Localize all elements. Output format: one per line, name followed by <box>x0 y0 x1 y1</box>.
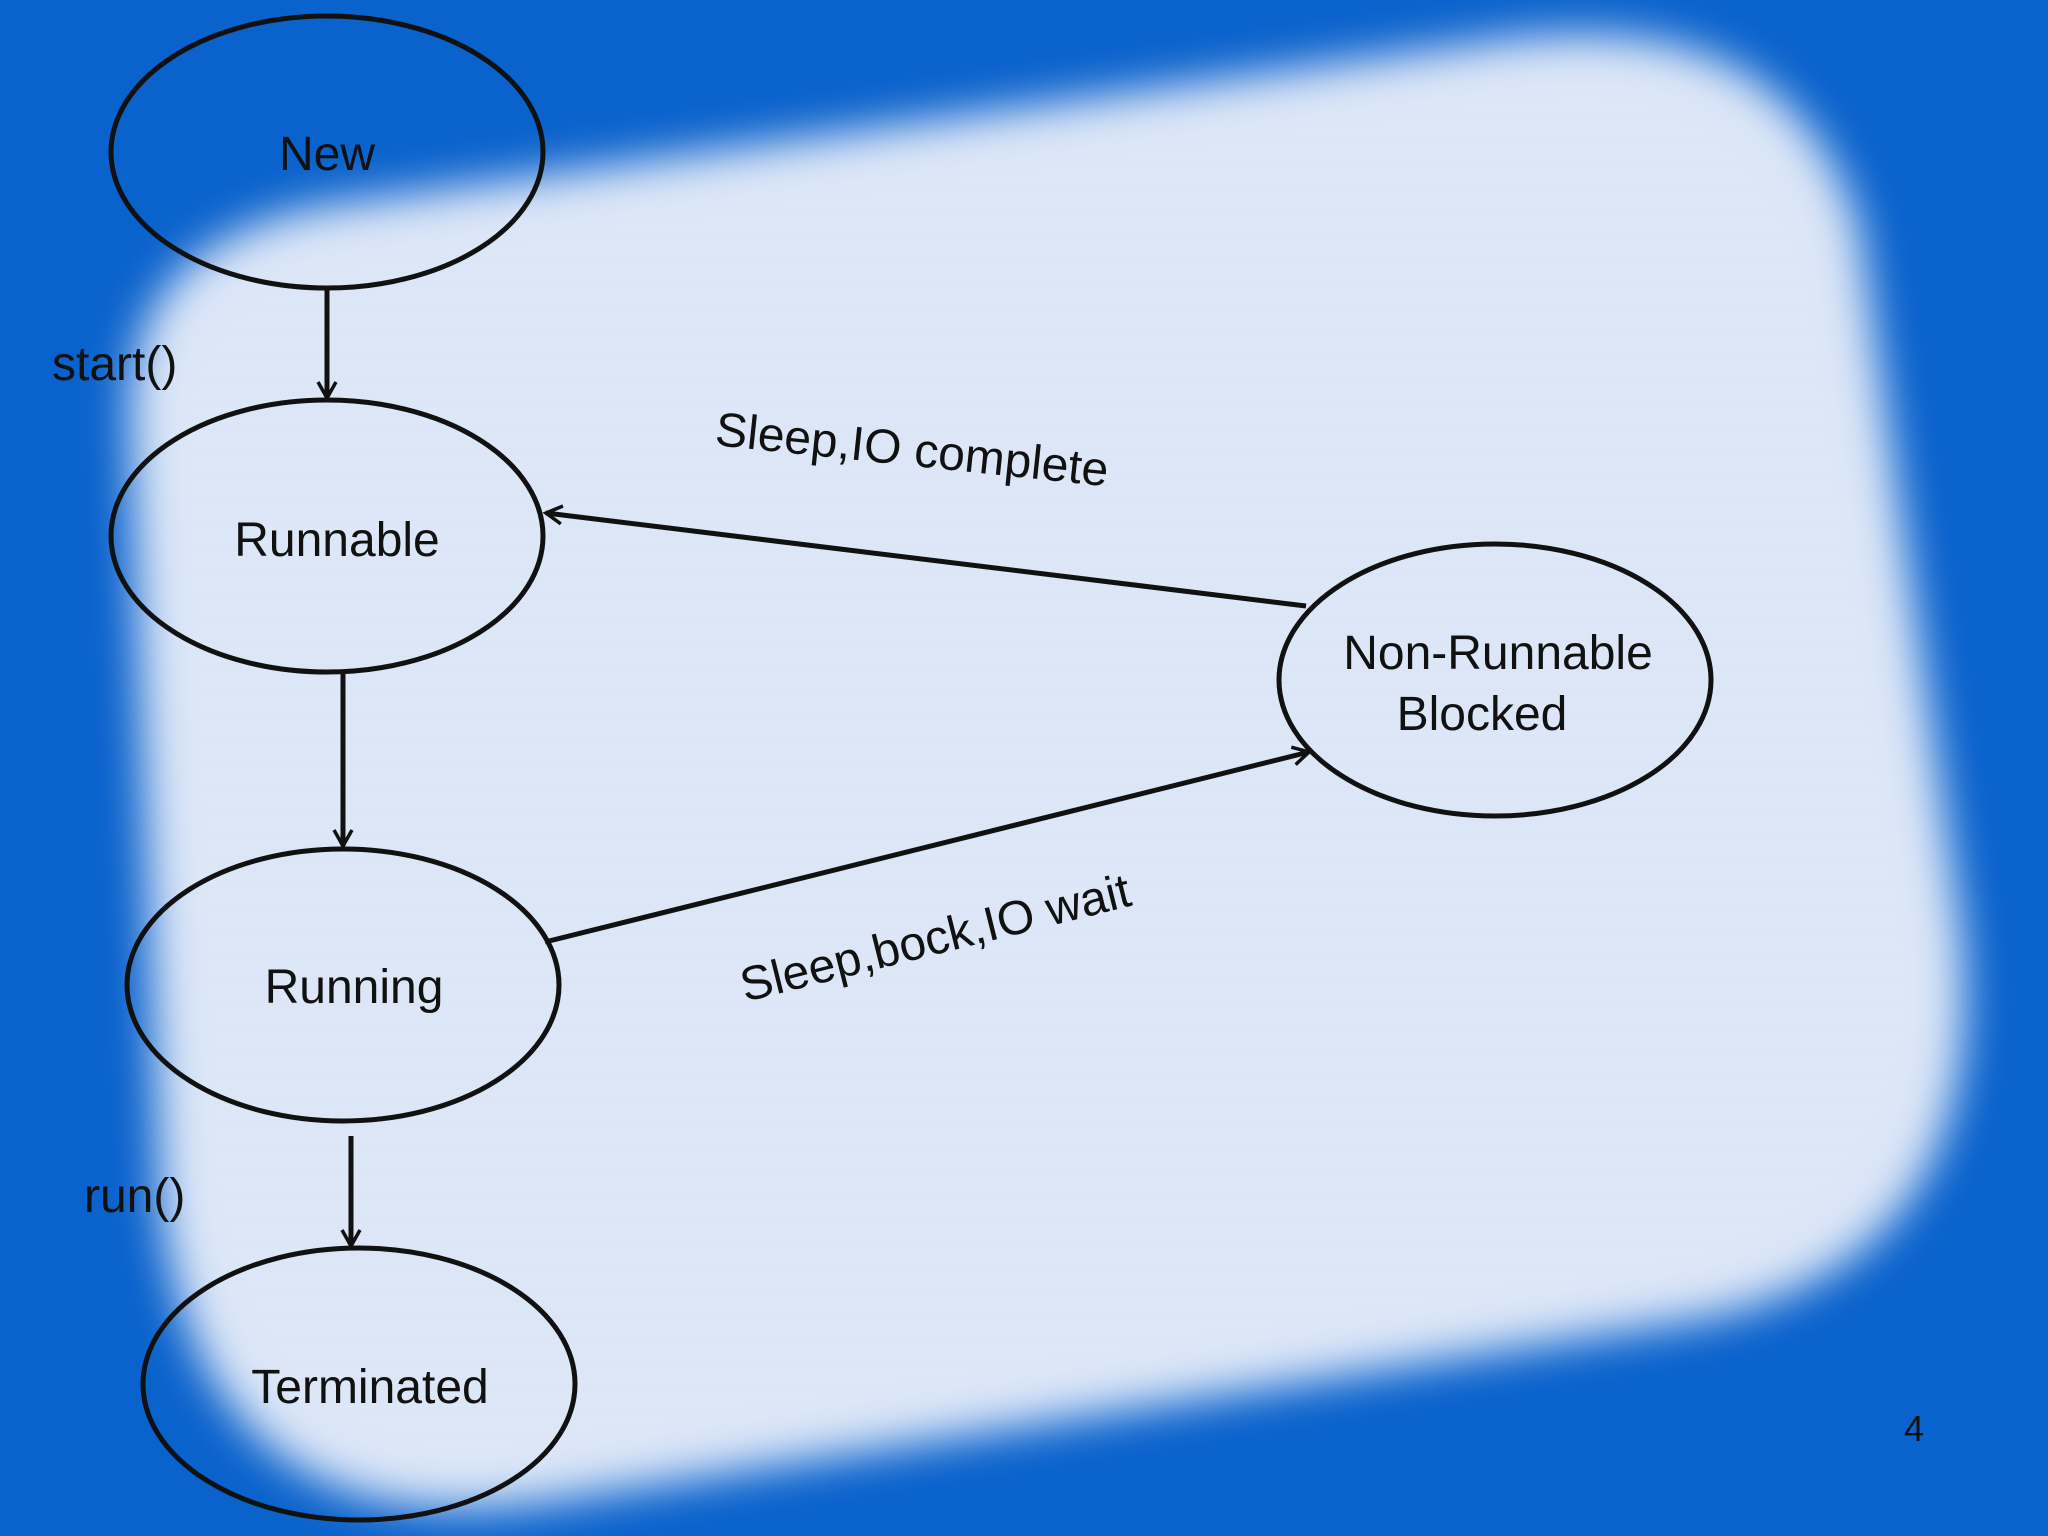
state-running-label: Running <box>265 961 444 1014</box>
state-terminated-label: Terminated <box>251 1361 488 1414</box>
edge-running-to-blocked <box>544 745 1313 945</box>
state-runnable-label: Runnable <box>234 514 440 567</box>
state-blocked-label-line1: Non-Runnable <box>1343 627 1653 680</box>
edge-label-start: start() <box>52 338 177 391</box>
state-blocked-label-line2: Blocked <box>1397 688 1568 741</box>
edge-label-to-blocked: Sleep,bock,IO wait <box>735 864 1136 1012</box>
state-new <box>108 13 546 291</box>
edge-label-to-runnable: Sleep,IO complete <box>713 403 1111 497</box>
edge-label-run: run() <box>84 1170 185 1223</box>
page-number: 4 <box>1903 1408 1924 1449</box>
state-blocked <box>1276 541 1714 819</box>
edge-blocked-to-runnable <box>542 504 1307 609</box>
state-new-label: New <box>279 128 375 181</box>
